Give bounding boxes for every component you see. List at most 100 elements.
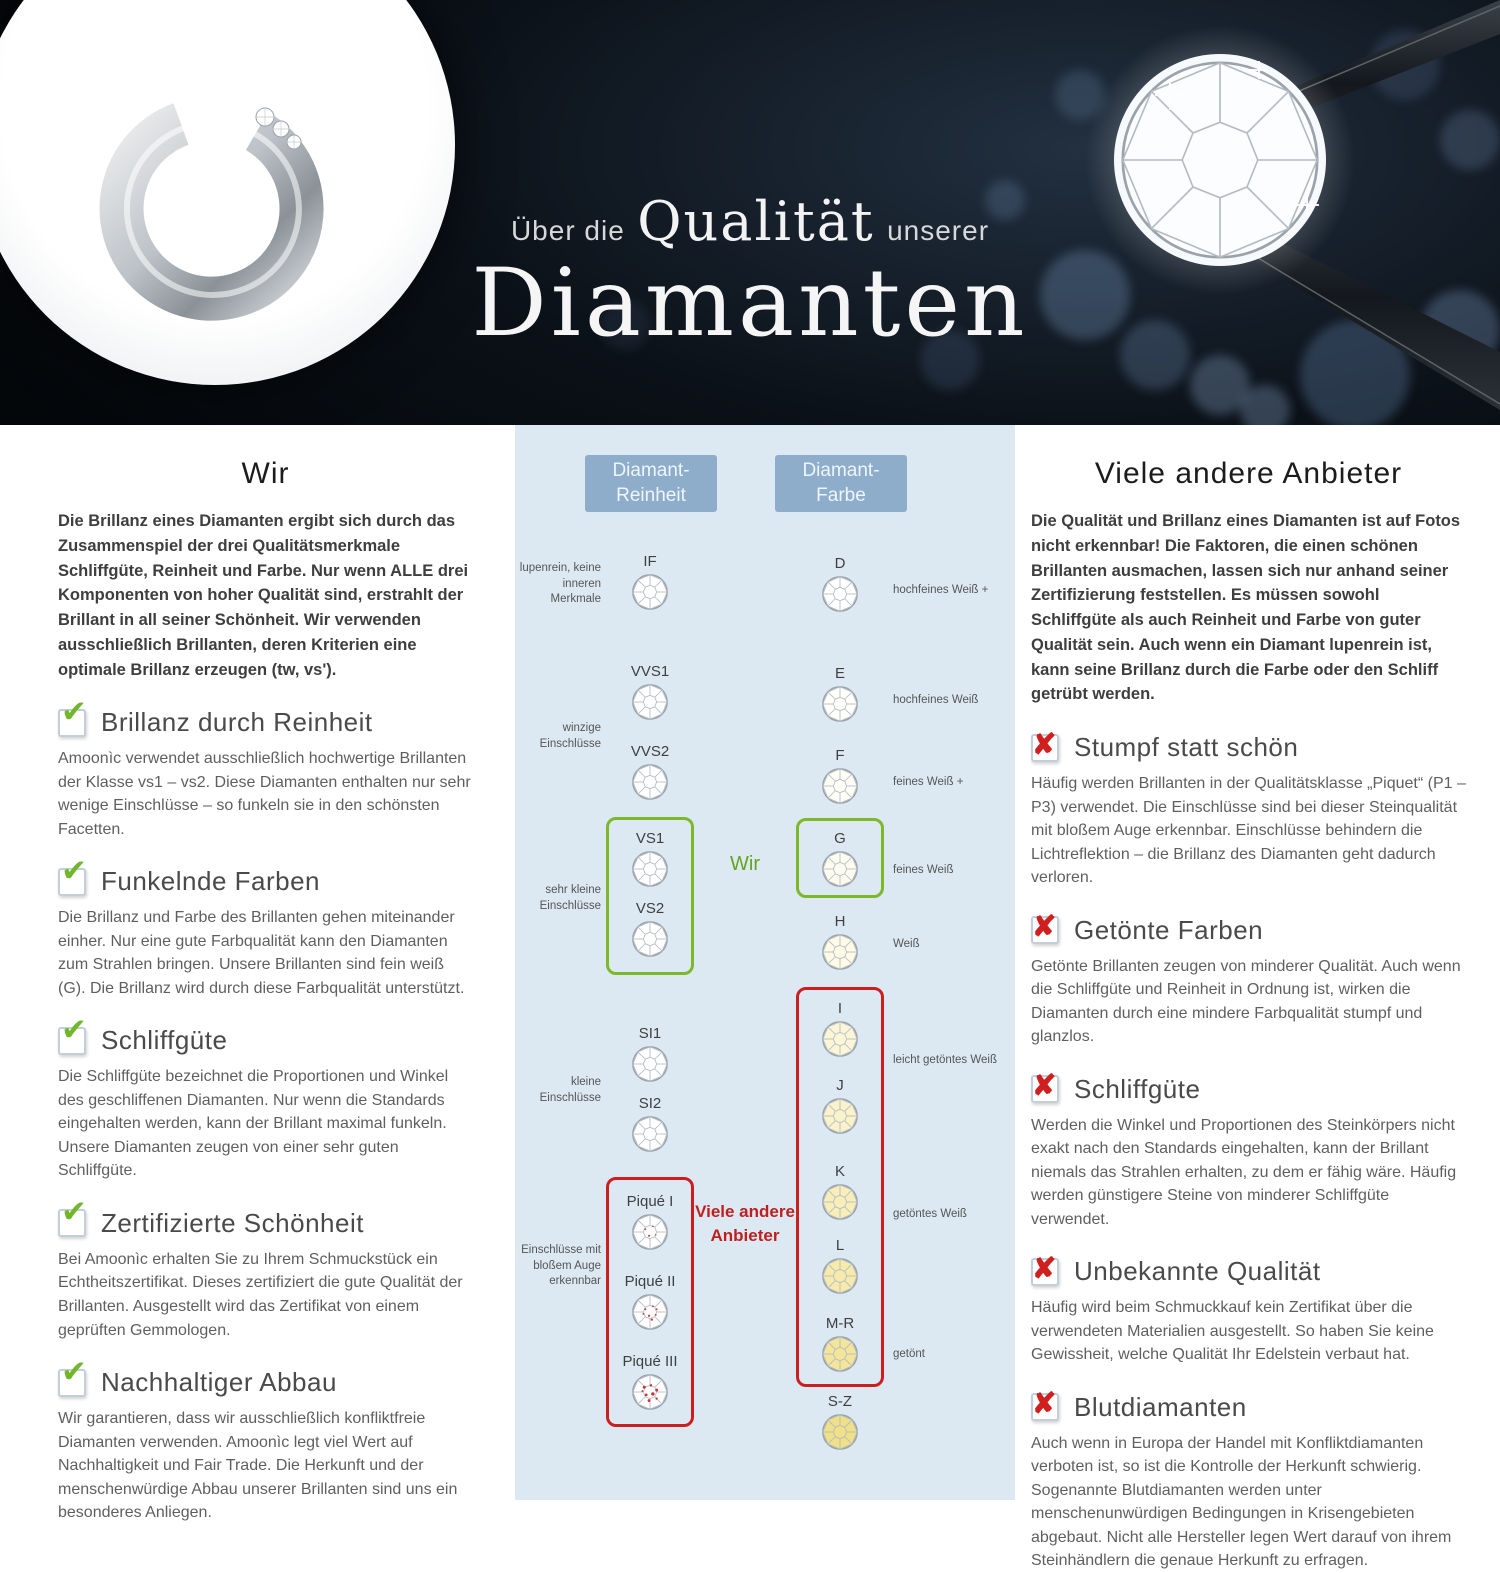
diamond-icon (821, 575, 859, 613)
farbe-grade-g: G (795, 830, 885, 893)
cross-icon: ✘ (1031, 1072, 1059, 1104)
section-schliffguete-anbieter: ✘ Schliffgüte Werden die Winkel und Prop… (1031, 1072, 1466, 1232)
diamond-icon (821, 1183, 859, 1221)
farbe-grade-d: D (795, 555, 885, 618)
section-stumpf-statt-schoen: ✘ Stumpf statt schön Häufig werden Brill… (1031, 730, 1466, 890)
reinheit-grade-vvs1: VVS1 (605, 663, 695, 726)
section-body: Häufig werden Brillanten in der Qualität… (1031, 775, 1466, 887)
title-diamanten: Diamanten (471, 249, 1029, 358)
farbe-grade-e: E (795, 665, 885, 728)
section-body: Die Schliffgüte bezeichnet die Proportio… (58, 1068, 449, 1180)
reinheit-note: kleine Einschlüsse (539, 1076, 601, 1104)
check-icon: ✔ (58, 696, 87, 737)
section-schliffguete: ✔ Schliffgüte Die Schliffgüte bezeichnet… (58, 1014, 473, 1183)
diamond-icon (821, 1020, 859, 1058)
anbieter-pointer-label: Viele andere Anbieter (695, 1202, 795, 1245)
reinheit-grade-vvs2: VVS2 (605, 743, 695, 806)
diamond-icon (821, 850, 859, 888)
diamond-icon (821, 685, 859, 723)
section-brillanz-durch-reinheit: ✔ Brillanz durch Reinheit Amoonìc verwen… (58, 696, 473, 841)
section-funkelnde-farben: ✔ Funkelnde Farben Die Brillanz und Farb… (58, 855, 473, 1000)
reinheit-grade-pique3: Piqué III (605, 1353, 695, 1416)
section-title: Nachhaltiger Abbau (101, 1367, 337, 1398)
farbe-note: hochfeines Weiß (893, 694, 979, 706)
farbe-grade-f: F (795, 747, 885, 810)
anbieter-intro: Die Qualität und Brillanz eines Diamante… (1031, 512, 1461, 704)
anbieter-heading: Viele andere Anbieter (1094, 457, 1403, 490)
diamond-icon (821, 1257, 859, 1295)
farbe-grade-j: J (795, 1077, 885, 1140)
farbe-anbieter-box (796, 987, 884, 1387)
reinheit-grade-vs1: VS1 (605, 830, 695, 893)
diamond-icon (631, 763, 669, 801)
section-title: Stumpf statt schön (1074, 732, 1299, 762)
check-icon: ✔ (58, 855, 87, 896)
section-body: Die Brillanz und Farbe des Brillanten ge… (58, 909, 465, 997)
diamond-icon (821, 1335, 859, 1373)
title-qualitaet: Qualität (637, 190, 875, 253)
section-title: Unbekannte Qualität (1074, 1256, 1321, 1287)
farbe-header-chip: Diamant-Farbe (775, 455, 907, 512)
reinheit-note: Einschlüsse mit bloßem Auge erkennbar (521, 1244, 601, 1288)
reinheit-grade-pique2: Piqué II (605, 1273, 695, 1336)
diamond-tweezers-image (1085, 0, 1500, 410)
diamond-icon (631, 920, 669, 958)
cross-icon: ✘ (1031, 913, 1059, 945)
reinheit-grade-if: IF (605, 553, 695, 616)
diamond-icon (821, 933, 859, 971)
reinheit-grade-si1: SI1 (605, 1025, 695, 1088)
cross-icon: ✘ (1031, 1254, 1059, 1286)
reinheit-grade-si2: SI2 (605, 1095, 695, 1158)
farbe-grade-s-z: S-Z (795, 1393, 885, 1456)
farbe-note: getönt (893, 1348, 925, 1360)
reinheit-grade-vs2: VS2 (605, 900, 695, 963)
reinheit-header-chip: Diamant-Reinheit (585, 455, 717, 512)
farbe-note: hochfeines Weiß + (893, 584, 989, 596)
section-body: Bei Amoonìc erhalten Sie zu Ihrem Schmuc… (58, 1250, 463, 1339)
diamond-icon (631, 573, 669, 611)
check-icon: ✔ (58, 1014, 87, 1055)
reinheit-note: winzige Einschlüsse (539, 722, 601, 750)
wir-intro: Die Brillanz eines Diamanten ergibt sich… (58, 512, 469, 679)
check-icon: ✔ (58, 1356, 87, 1397)
farbe-note: getöntes Weiß (893, 1208, 967, 1220)
diamond-icon (821, 1097, 859, 1135)
reinheit-grade-pique1: Piqué I (605, 1193, 695, 1256)
farbe-grade-i: I (795, 1000, 885, 1063)
section-title: Blutdiamanten (1074, 1391, 1247, 1422)
farbe-grade-m-r: M-R (795, 1315, 885, 1378)
farbe-grade-l: L (795, 1237, 885, 1300)
section-title: Brillanz durch Reinheit (101, 707, 373, 738)
section-nachhaltiger-abbau: ✔ Nachhaltiger Abbau Wir garantieren, da… (58, 1356, 473, 1525)
wir-pointer-label: Wir (730, 853, 760, 875)
reinheit-note: sehr kleine Einschlüsse (539, 884, 601, 912)
section-title: Schliffgüte (1074, 1073, 1201, 1104)
section-body: Werden die Winkel und Proportionen des S… (1031, 1116, 1457, 1228)
wir-column: Wir Die Brillanz eines Diamanten ergibt … (0, 425, 515, 1521)
reinheit-wir-box (606, 817, 694, 975)
reinheit-note: lupenrein, keine inneren Merkmale (519, 562, 601, 606)
cross-icon: ✘ (1031, 1390, 1059, 1422)
diamond-icon (631, 1213, 669, 1251)
section-zertifizierte-schoenheit: ✔ Zertifizierte Schönheit Bei Amoonìc er… (58, 1196, 473, 1342)
farbe-note: feines Weiß + (893, 776, 964, 788)
diamond-icon (631, 1045, 669, 1083)
farbe-grade-h: H (795, 913, 885, 976)
section-body: Amoonìc verwendet ausschließlich hochwer… (58, 750, 471, 838)
diamond-icon (821, 767, 859, 805)
wir-heading: Wir (241, 457, 290, 490)
diamond-icon (631, 1293, 669, 1331)
title-uber-die: Über die (510, 215, 625, 246)
section-title: Zertifizierte Schönheit (101, 1207, 364, 1238)
banner-title: Über die Qualität unserer Diamanten (430, 190, 1070, 354)
section-body: Wir garantieren, dass wir ausschließlich… (58, 1410, 458, 1522)
section-unbekannte-qualitaet: ✘ Unbekannte Qualität Häufig wird beim S… (1031, 1254, 1466, 1367)
comparison-panel: Diamant-Reinheit Diamant-Farbe Wir Viele… (515, 425, 1015, 1500)
diamond-icon (631, 1373, 669, 1411)
anbieter-column: Viele andere Anbieter Die Qualität und B… (1015, 425, 1500, 1569)
diamond-icon (631, 1115, 669, 1153)
section-body: Auch wenn in Europa der Handel mit Konfl… (1031, 1434, 1452, 1570)
farbe-note: leicht getöntes Weiß (893, 1054, 997, 1066)
section-body: Getönte Brillanten zeugen von minderer Q… (1031, 957, 1461, 1046)
section-blutdiamanten: ✘ Blutdiamanten Auch wenn in Europa der … (1031, 1390, 1466, 1573)
